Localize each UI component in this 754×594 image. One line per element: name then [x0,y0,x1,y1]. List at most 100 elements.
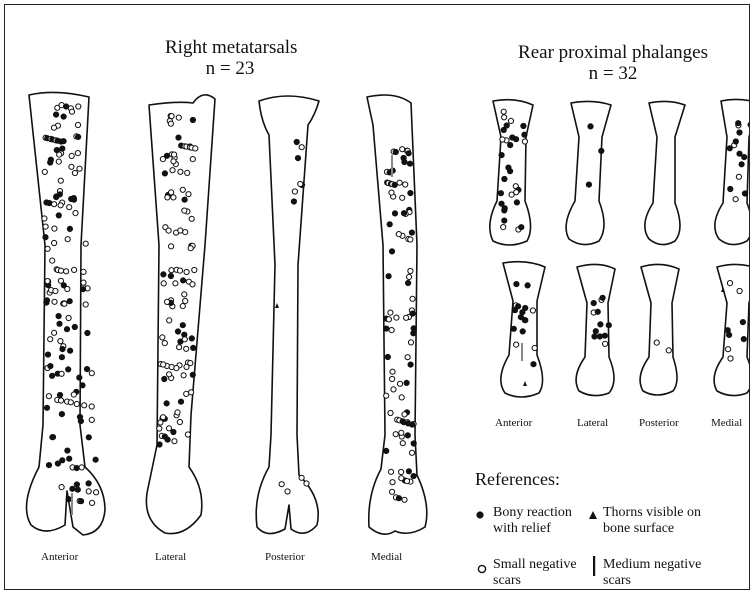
metatarsal-medial-lesion-marker [408,237,413,242]
phalanx-lateral-bottom-lesion-marker [603,341,608,346]
phalanx-lateral-top-lesion-marker [586,182,591,187]
metatarsal-anterior-lesion-marker [75,151,80,156]
metatarsal-posterior-lesion-marker [299,145,304,150]
phalanx-view-label-anterior: Anterior [495,417,532,429]
metatarsal-lateral-lesion-marker [175,329,180,334]
phalanx-lateral-top-lesion-marker [599,148,604,153]
metatarsal-medial-lesion-marker [410,311,415,316]
phalanx-anterior-bottom-lesion-marker [531,362,536,367]
metatarsal-lateral-lesion-marker [161,281,166,286]
metatarsal-anterior-lesion-marker [61,114,66,119]
metatarsal-lateral-lesion-marker [190,117,195,122]
metatarsal-anterior-lesion-marker [65,286,70,291]
phalanx-lateral-bottom-lesion-marker [593,329,598,334]
metatarsal-anterior-lesion-marker [74,401,79,406]
metatarsal-medial-lesion-marker [400,419,405,424]
phalanx-anterior-bottom-lesion-marker [523,318,528,323]
metatarsal-medial-lesion-marker [399,430,404,435]
metatarsal-anterior-lesion-marker [42,169,47,174]
phalanx-posterior-bottom-outline [640,264,679,395]
metatarsal-medial-lesion-marker [406,151,411,156]
metatarsal-anterior-lesion-marker [85,330,90,335]
metatarsal-lateral-lesion-marker [170,168,175,173]
metatarsal-posterior-lesion-marker [291,199,296,204]
metatarsal-anterior-lesion-marker [89,404,94,409]
metatarsal-anterior-lesion-marker [60,146,65,151]
phalanx-posterior-top-outline [645,101,685,244]
metatarsal-lateral-lesion-marker [189,216,194,221]
metatarsal-medial-lesion-marker [386,317,391,322]
metatarsal-lateral-lesion-marker [165,195,170,200]
metatarsal-medial-lesion-marker [388,469,393,474]
metatarsal-anterior-lesion-marker [64,269,69,274]
metatarsal-medial-lesion-marker [384,326,389,331]
phalanx-lateral-bottom-lesion-marker [591,301,596,306]
phalanx-medial-bottom-lesion-marker [727,332,732,337]
metatarsal-lateral-lesion-marker [171,429,176,434]
metatarsal-lateral-lesion-marker [180,304,185,309]
metatarsal-anterior-lesion-marker [64,327,69,332]
phalanx-lateral-bottom-lesion-marker [606,323,611,328]
metatarsal-medial-lesion-marker [393,432,398,437]
metatarsal-posterior-lesion-marker [292,189,297,194]
metatarsal-medial-lesion-marker [390,376,395,381]
metatarsal-medial-lesion-marker [408,191,413,196]
metatarsal-anterior-lesion-marker [70,486,75,491]
metatarsal-lateral-lesion-marker [168,121,173,126]
metatarsal-anterior-lesion-marker [93,457,98,462]
phalanx-medial-bottom-lesion-marker [741,337,746,342]
metatarsal-anterior-lesion-marker [59,412,64,417]
metatarsal-lateral-outline [146,95,215,534]
phalanx-anterior-top-lesion-marker [502,176,507,181]
metatarsal-lateral-lesion-marker [184,346,189,351]
metatarsal-anterior-lesion-marker [67,299,72,304]
metatarsal-anterior-lesion-marker [52,299,57,304]
metatarsal-medial-lesion-marker [407,161,412,166]
phalanx-medial-top-lesion-marker [748,122,750,127]
metatarsal-lateral-lesion-marker [165,299,170,304]
references-title: References: [475,470,560,490]
metatarsal-medial-lesion-marker [397,180,402,185]
phalanx-anterior-bottom-lesion-marker [523,305,528,310]
metatarsal-medial-lesion-marker [386,274,391,279]
metatarsal-medial-lesion-marker [399,476,404,481]
metatarsal-anterior-lesion-marker [81,287,86,292]
metatarsal-lateral-lesion-marker [157,442,162,447]
metatarsal-anterior-lesion-marker [69,109,74,114]
metatarsal-medial-lesion-marker [411,474,416,479]
metatarsal-medial-lesion-marker [390,489,395,494]
metatarsal-medial-lesion-marker [389,249,394,254]
metatarsal-posterior-thorn-marker [275,303,279,308]
phalanx-medial-top-lesion-marker [733,139,738,144]
phalanx-view-label-posterior: Posterior [639,417,679,429]
metatarsal-anterior-lesion-marker [69,164,74,169]
metatarsal-lateral-lesion-marker [181,373,186,378]
metatarsal-lateral-lesion-marker [161,362,166,367]
phalanx-medial-top-lesion-marker [733,197,738,202]
metatarsal-view-label-posterior: Posterior [265,551,305,563]
phalanx-medial-bottom-lesion-marker [737,288,742,293]
legend-item-thorns: Thorns visible on bone surface [603,505,750,537]
metatarsal-lateral-lesion-marker [190,372,195,377]
metatarsal-anterior-lesion-marker [79,499,84,504]
phalanx-medial-top-lesion-marker [739,162,744,167]
figure-frame: Right metatarsals n = 23 Rear proximal p… [4,4,750,590]
metatarsal-anterior-lesion-marker [75,487,80,492]
phalanx-lateral-bottom-lesion-marker [598,322,603,327]
metatarsal-anterior-lesion-marker [66,497,71,502]
metatarsal-medial-lesion-marker [389,190,394,195]
metatarsal-anterior-lesion-marker [61,139,66,144]
metatarsal-posterior-base-lesion-marker [304,481,309,486]
metatarsal-anterior-lesion-marker [62,301,67,306]
metatarsals-count: n = 23 [165,59,295,80]
metatarsal-lateral-lesion-marker [178,169,183,174]
metatarsal-medial-lesion-marker [401,211,406,216]
metatarsal-anterior-lesion-marker [42,216,47,221]
phalanx-view-label-lateral: Lateral [577,417,608,429]
legend-open-circle-icon [478,565,485,572]
phalanx-anterior-top-lesion-marker [498,191,503,196]
metatarsal-medial-lesion-marker [404,380,409,385]
metatarsal-anterior-lesion-marker [77,375,82,380]
metatarsal-lateral-lesion-marker [158,420,163,425]
phalanx-anterior-bottom-lesion-marker [511,326,516,331]
